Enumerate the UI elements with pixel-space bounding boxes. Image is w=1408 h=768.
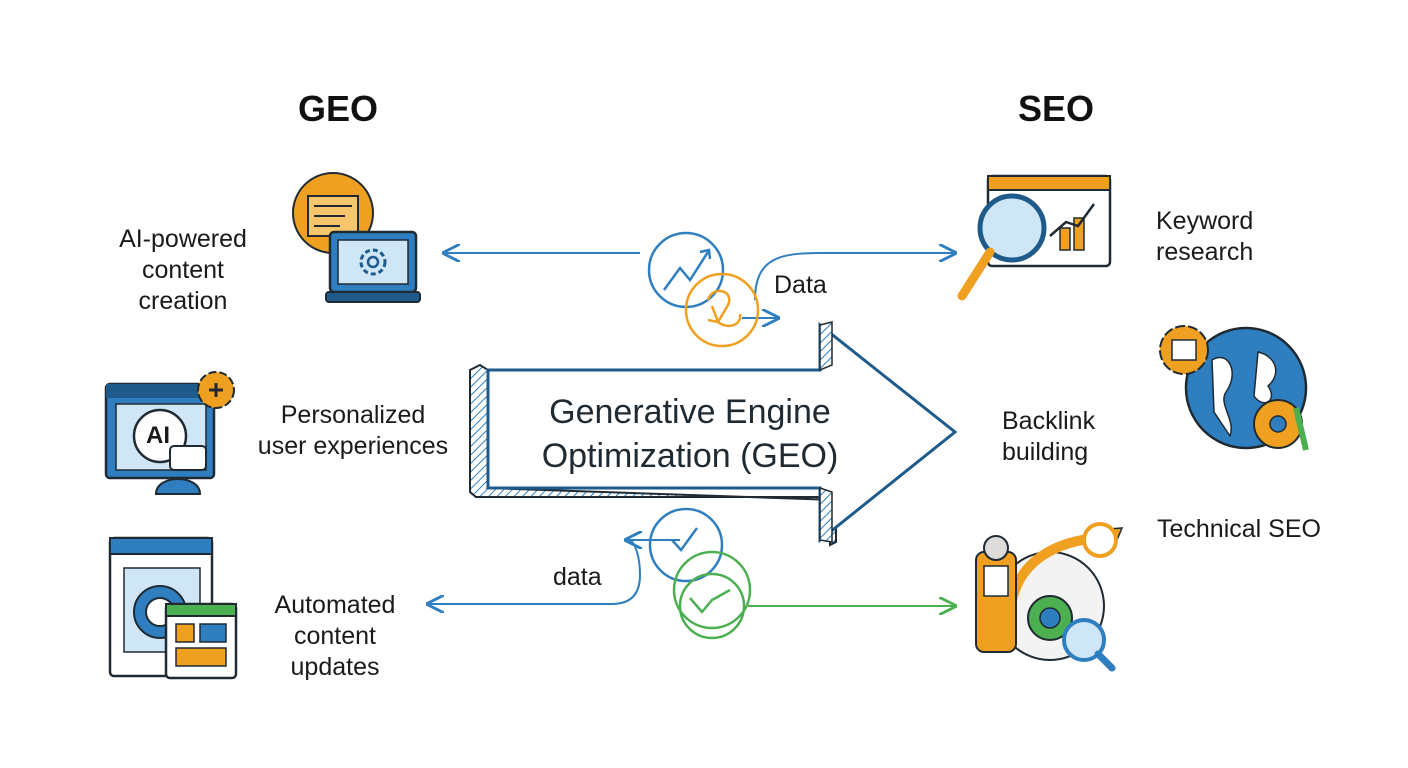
ai-content-creation-icon [292, 172, 421, 303]
ai-badge-text: AI [146, 422, 170, 449]
seo-item-label-line: Backlink [1002, 407, 1096, 435]
geo-item-label-line: Personalized [280, 401, 426, 429]
technical-gears-growth-icon [975, 522, 1124, 672]
seo-item-technical: Technical SEO [1157, 514, 1347, 545]
geo-item-ai-content: AI-powered content creation [108, 224, 258, 317]
seo-item-label-line: building [1002, 438, 1089, 466]
center-title-line2: Optimization (GEO) [541, 437, 839, 475]
check-cycle-icon [648, 507, 724, 583]
ai-chat-personalization-icon [104, 371, 235, 495]
center-title-line1: Generative Engine [549, 393, 831, 431]
central-arrow [469, 321, 958, 547]
geo-item-label-line: updates [290, 653, 380, 681]
top-data-flow [444, 231, 955, 348]
bottom-data-flow [428, 507, 955, 640]
seo-item-label-line: research [1156, 238, 1254, 266]
magnifier-chart-icon [957, 174, 1112, 301]
automated-updates-window-icon [108, 536, 238, 680]
sync-cycle-icon [684, 272, 760, 348]
flow-label-bottom: data [553, 563, 602, 591]
flow-label-top: Data [774, 271, 827, 299]
seo-item-backlink: Backlink building [1002, 406, 1142, 468]
seo-item-keyword: Keyword research [1156, 206, 1296, 268]
geo-item-label-line: Automated [274, 591, 396, 619]
seo-item-label-line: Keyword [1156, 207, 1254, 235]
geo-item-label-line: user experiences [257, 432, 449, 460]
geo-item-label-line: creation [138, 287, 228, 315]
geo-item-label-line: AI-powered [119, 225, 247, 253]
geo-heading: GEO [298, 88, 379, 129]
geo-item-label-line: content [141, 256, 224, 284]
geo-item-automated: Automated content updates [260, 590, 410, 683]
globe-network-icon [1159, 325, 1309, 451]
geo-item-personalized: Personalized user experiences [248, 400, 458, 462]
geo-item-label-line: content [293, 622, 376, 650]
seo-heading: SEO [1018, 88, 1095, 129]
growth-cycle-icon [672, 550, 752, 640]
trend-cycle-icon [647, 231, 725, 309]
center-title: Generative Engine Optimization (GEO) [500, 390, 880, 478]
seo-item-label-line: Technical SEO [1157, 515, 1321, 543]
